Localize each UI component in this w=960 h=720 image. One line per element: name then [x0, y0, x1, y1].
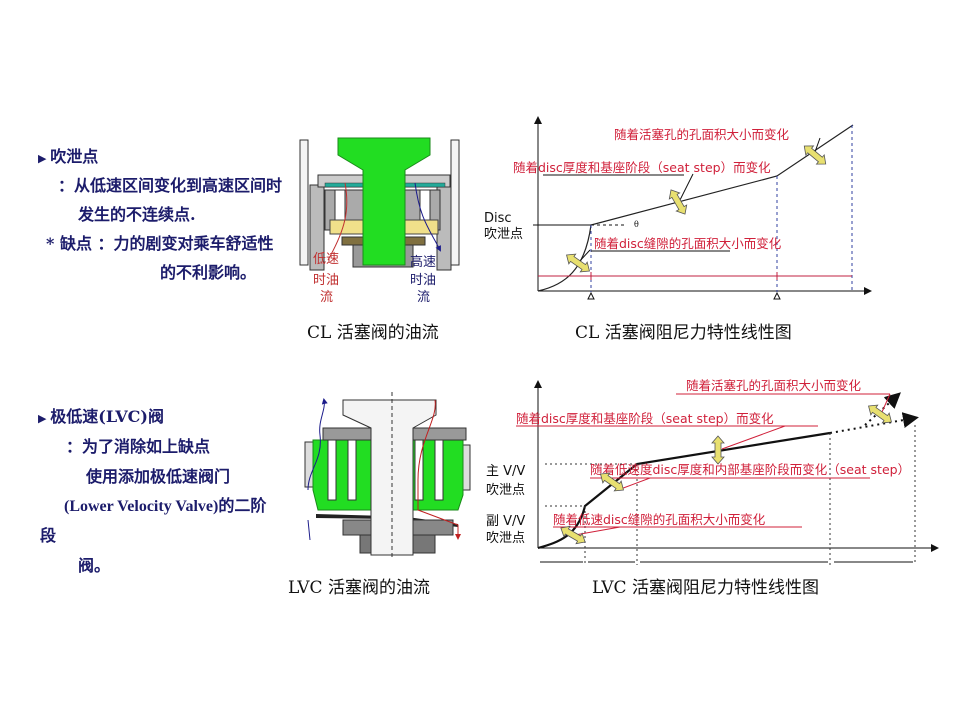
- annotation-low-speed-disc-thickness: 随着低速度disc厚度和内部基座阶段而变化（seat step）: [590, 462, 910, 477]
- annotation-disc-thickness: 随着disc厚度和基座阶段（seat step）而变化: [513, 160, 771, 175]
- cl-diagram-caption: CL 活塞阀的油流: [307, 323, 439, 343]
- text-line: 的不利影响。: [160, 263, 257, 282]
- high-speed-flow-label: 高速时油流: [410, 254, 436, 305]
- text-line: 使用添加极低速阀门: [86, 467, 231, 486]
- bullet-icon: ▶: [38, 412, 51, 425]
- bullet-lvc: ▶ 极低速(LVC)阀: [38, 407, 164, 429]
- bullet-title: 极低速(LVC)阀: [50, 407, 164, 426]
- text-line: * 缺点 ：力的剧变对乘车舒适性: [46, 234, 274, 253]
- bullet-icon: ▶: [38, 152, 51, 165]
- bullet-blowoff: ▶ 吹泄点: [38, 147, 98, 169]
- double-arrow-icon: [665, 186, 691, 218]
- double-arrow-icon: [800, 141, 830, 169]
- bullet-title: 吹泄点: [50, 147, 99, 166]
- text-line: 发生的不连续点.: [78, 205, 196, 224]
- text-line: ：为了消除如上缺点: [66, 437, 211, 456]
- annotation-low-speed-disc-gap: 随着低速disc缝隙的孔面积大小而变化: [553, 512, 766, 527]
- triangle-marker: [773, 291, 781, 300]
- annotation-piston-orifice: 随着活塞孔的孔面积大小而变化: [614, 127, 790, 142]
- annotation-disc-thickness: 随着disc厚度和基座阶段（seat step）而变化: [516, 411, 774, 426]
- low-speed-flow-label: 低速时油流: [313, 252, 339, 305]
- text-line: 段: [40, 526, 57, 545]
- lvc-chart-caption: LVC 活塞阀阻尼力特性线性图: [592, 578, 819, 598]
- text-line: (Lower Velocity Valve)的二阶: [64, 498, 267, 515]
- lvc-valve-diagram: [304, 392, 471, 560]
- angle-label: θ: [634, 220, 639, 229]
- cl-valve-diagram: 低速时油流 高速时油流: [299, 137, 460, 305]
- lvc-diagram-caption: LVC 活塞阀的油流: [288, 578, 430, 598]
- annotation-disc-gap: 随着disc缝隙的孔面积大小而变化: [594, 236, 782, 251]
- text-line: 阀。: [78, 556, 111, 575]
- damping-curve: [537, 431, 831, 550]
- cl-chart-caption: CL 活塞阀阻尼力特性线性图: [575, 323, 792, 343]
- annotation-piston-orifice: 随着活塞孔的孔面积大小而变化: [686, 378, 862, 393]
- triangle-marker: [587, 291, 595, 300]
- text-line: ：从低速区间变化到高速区间时: [58, 176, 283, 195]
- double-arrow-icon: [562, 249, 594, 277]
